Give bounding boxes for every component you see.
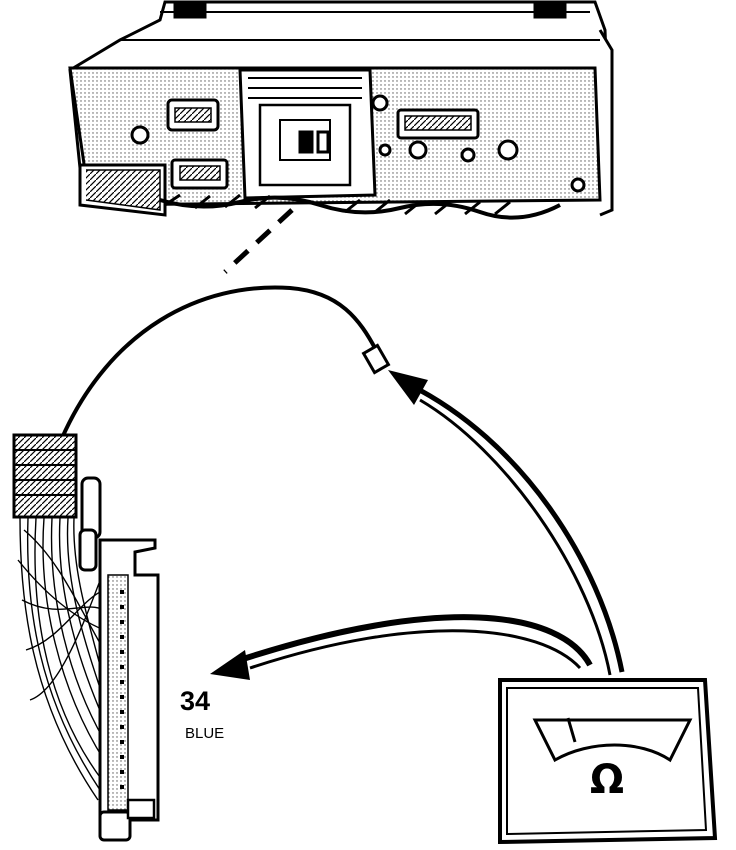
dashed-lead-line xyxy=(223,208,294,274)
instrument-cluster-icon xyxy=(68,0,614,220)
wire-color-label: BLUE xyxy=(185,725,225,742)
circuit-board-icon xyxy=(12,433,160,842)
ohm-symbol: Ω xyxy=(590,757,625,803)
connector-plug-icon xyxy=(361,343,391,375)
ohmmeter-icon xyxy=(498,678,718,845)
arrow-to-pin xyxy=(210,614,593,680)
pin-number-label: 34 xyxy=(180,686,211,716)
arrow-to-plug xyxy=(388,370,625,676)
harness-wire xyxy=(60,285,378,439)
